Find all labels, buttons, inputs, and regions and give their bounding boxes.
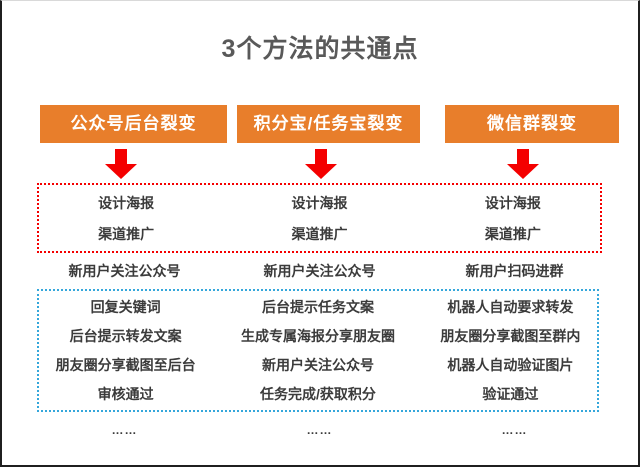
red-step: 渠道推广 xyxy=(291,226,348,242)
bridge-step-row: 新用户关注公众号 新用户关注公众号 新用户扫码进群 xyxy=(37,255,602,287)
red-step: 渠道推广 xyxy=(98,226,155,242)
more-steps-row: …… …… …… xyxy=(37,421,602,439)
page-title: 3个方法的共通点 xyxy=(221,35,419,63)
blue-step: 验证通过 xyxy=(482,386,539,402)
blue-step: 朋友圈分享截图至后台 xyxy=(55,357,196,373)
bridge-step: 新用户扫码进群 xyxy=(465,263,564,279)
step-row: 审核通过 任务完成/获取积分 验证通过 xyxy=(39,380,597,409)
method-header-wechat-group: 微信群裂变 xyxy=(445,105,619,143)
common-steps-red-box: 设计海报 设计海报 设计海报 渠道推广 渠道推广 渠道推广 xyxy=(37,183,602,253)
step-row: 渠道推广 渠道推广 渠道推广 xyxy=(39,219,600,250)
step-row: 设计海报 设计海报 设计海报 xyxy=(39,188,600,219)
blue-step: 回复关键词 xyxy=(90,299,161,315)
blue-step: 新用户关注公众号 xyxy=(261,357,374,373)
more-dots: …… xyxy=(501,423,528,437)
more-dots: …… xyxy=(111,423,138,437)
red-step: 设计海报 xyxy=(98,195,155,211)
bridge-step: 新用户关注公众号 xyxy=(263,263,376,279)
down-arrow-icon xyxy=(507,149,539,179)
step-row: 朋友圈分享截图至后台 新用户关注公众号 机器人自动验证图片 xyxy=(39,351,597,380)
blue-step: 生成专属海报分享朋友圈 xyxy=(240,328,395,344)
blue-step: 后台提示转发文案 xyxy=(69,328,182,344)
blue-step: 任务完成/获取积分 xyxy=(260,386,376,402)
bridge-step: 新用户关注公众号 xyxy=(68,263,181,279)
step-row: 回复关键词 后台提示任务文案 机器人自动要求转发 xyxy=(39,293,597,322)
down-arrow-icon xyxy=(105,149,137,179)
more-dots: …… xyxy=(306,423,333,437)
blue-step: 后台提示任务文案 xyxy=(261,299,374,315)
step-row: 后台提示转发文案 生成专属海报分享朋友圈 朋友圈分享截图至群内 xyxy=(39,322,597,351)
red-step: 渠道推广 xyxy=(484,226,541,242)
method-header-official-account: 公众号后台裂变 xyxy=(40,105,227,143)
down-arrow-icon xyxy=(305,149,337,179)
blue-step: 朋友圈分享截图至群内 xyxy=(440,328,581,344)
red-step: 设计海报 xyxy=(291,195,348,211)
specific-steps-blue-box: 回复关键词 后台提示任务文案 机器人自动要求转发 后台提示转发文案 生成专属海报… xyxy=(37,289,599,412)
blue-step: 审核通过 xyxy=(97,386,154,402)
blue-step: 机器人自动要求转发 xyxy=(447,299,574,315)
blue-step: 机器人自动验证图片 xyxy=(447,357,574,373)
method-header-points-task: 积分宝/任务宝裂变 xyxy=(237,105,420,143)
red-step: 设计海报 xyxy=(484,195,541,211)
